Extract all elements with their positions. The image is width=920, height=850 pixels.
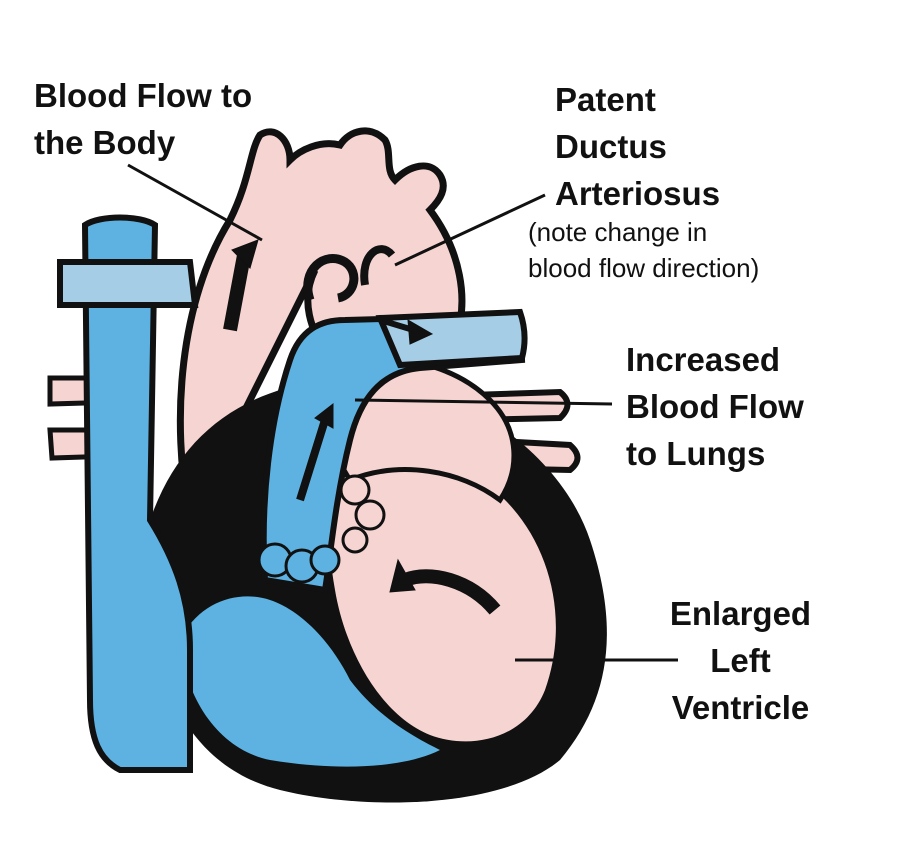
label-line: Patent [555, 81, 656, 118]
pulmonary-valve [257, 542, 341, 584]
flow-arrows [223, 239, 501, 615]
blood-flow-body-label: Blood Flow to the Body [34, 72, 252, 166]
label-line: Blood Flow to [34, 77, 253, 114]
pulmonary-artery-branch [375, 308, 528, 369]
pulmonary-artery-branch-left [57, 259, 199, 308]
increased-blood-flow-lungs-label: Increased Blood Flow to Lungs [626, 336, 804, 477]
leader-lines [127, 163, 678, 662]
label-line: Arteriosus [555, 175, 721, 212]
label-line: Ventricle [671, 689, 810, 726]
label-line: Left [710, 642, 771, 679]
left-ventricle [327, 453, 556, 742]
label-line: Increased [626, 341, 781, 378]
pda-note: (note change in blood flow direction) [528, 214, 759, 286]
ductus-arteriosus [303, 245, 396, 303]
label-line: Ductus [555, 128, 667, 165]
right-ventricle [180, 596, 440, 767]
label-line: to Lungs [626, 435, 766, 472]
label-line: the Body [34, 124, 176, 161]
note-line: (note change in [528, 217, 708, 247]
patent-ductus-arteriosus-label: Patent Ductus Arteriosus [555, 76, 720, 217]
label-line: Enlarged [669, 595, 812, 632]
enlarged-left-ventricle-label: Enlarged Left Ventricle [658, 590, 823, 731]
vena-cava [81, 214, 193, 773]
mitral-valve [339, 474, 386, 554]
note-line: blood flow direction) [528, 253, 760, 283]
label-line: Blood Flow [626, 388, 804, 425]
